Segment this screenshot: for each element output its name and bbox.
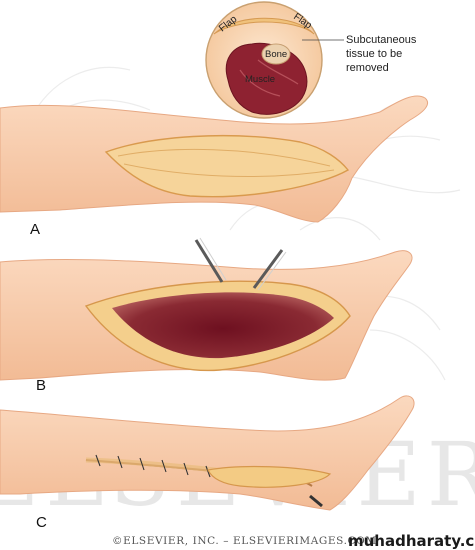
callout-line-2: tissue to be (346, 48, 402, 60)
suture-stitches (95, 454, 211, 478)
callout-subcutaneous-tissue: Subcutaneous tissue to be removed (346, 34, 419, 74)
footer-site: muhadharaty.com (348, 532, 475, 550)
panel-label-c: C (36, 514, 47, 531)
inset-label-muscle: Muscle (245, 74, 275, 85)
panel-a-illustration (0, 95, 429, 223)
instrument-left (194, 239, 224, 283)
panel-a-flap (104, 135, 350, 198)
callout-line-1: Subcutaneous (346, 34, 417, 46)
panel-b-illustration (0, 237, 413, 381)
footer-copyright: ©ELSEVIER, INC. – ELSEVIERIMAGES.COM (112, 535, 377, 547)
inset-label-bone: Bone (265, 49, 287, 60)
panel-c-drain (309, 494, 323, 508)
inset-cross-section (205, 1, 344, 119)
panel-b-wound-bed (112, 292, 334, 359)
panel-c-graft (207, 465, 332, 488)
panel-label-b: B (36, 377, 46, 394)
bone-shape (261, 43, 291, 65)
instrument-right (252, 249, 284, 289)
callout-line-3: removed (346, 62, 389, 74)
panel-c-illustration (0, 395, 415, 511)
panel-label-a: A (30, 221, 40, 238)
